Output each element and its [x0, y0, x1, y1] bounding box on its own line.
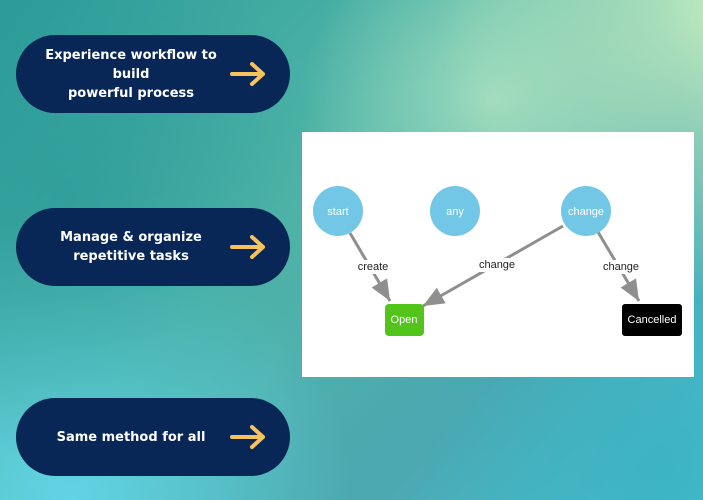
edge-change-open: change: [422, 224, 564, 308]
node-change: change: [561, 186, 611, 236]
node-open: Open: [385, 304, 424, 336]
edge-label-bg: [357, 260, 391, 274]
edge-change-cancelled: change: [596, 231, 643, 302]
edge-label-bg: [475, 258, 519, 272]
edge-start-open: create: [348, 232, 392, 302]
node-open-label: Open: [391, 314, 418, 326]
arrow-right-icon: [228, 423, 270, 451]
workflow-diagram-panel: create change change start any change Op…: [302, 132, 694, 377]
workflow-diagram: create change change start any change Op…: [313, 186, 682, 336]
same-method-cta[interactable]: Same method for all: [16, 398, 290, 476]
workflow-cta[interactable]: Experience workflow to build powerful pr…: [16, 35, 290, 113]
repetitive-tasks-cta-label: Manage & organize repetitive tasks: [60, 230, 202, 264]
workflow-cta-label: Experience workflow to build powerful pr…: [45, 47, 217, 101]
edge-label-bg: [599, 260, 643, 274]
node-cancelled: Cancelled: [622, 304, 682, 336]
edge-label-create: create: [358, 261, 389, 273]
node-start-label: start: [327, 206, 348, 218]
same-method-cta-label: Same method for all: [56, 429, 206, 445]
edge-label-change: change: [479, 259, 515, 271]
repetitive-tasks-cta[interactable]: Manage & organize repetitive tasks: [16, 208, 290, 286]
edge-label-change: change: [603, 261, 639, 273]
arrow-right-icon: [228, 233, 270, 261]
node-start: start: [313, 186, 363, 236]
node-any: any: [430, 186, 480, 236]
node-change-label: change: [568, 206, 604, 218]
arrow-right-icon: [228, 60, 270, 88]
node-any-label: any: [446, 206, 464, 218]
node-cancelled-label: Cancelled: [628, 314, 677, 326]
